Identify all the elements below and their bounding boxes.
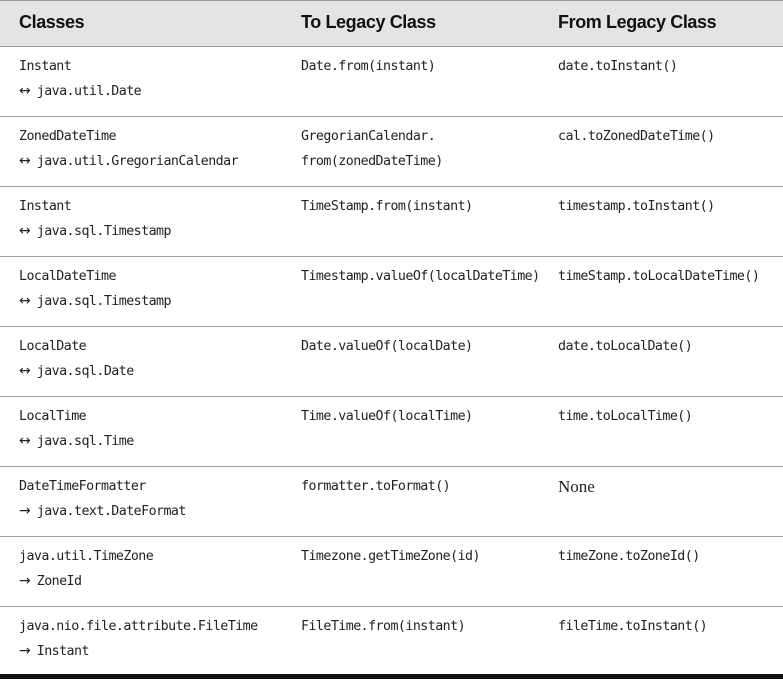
table-row: LocalDateTime ↔ java.sql.Timestamp Timestam…	[0, 256, 783, 327]
legacy-class-name: java.sql.Date	[36, 364, 134, 379]
bidirectional-arrow-icon: ↔	[19, 363, 31, 379]
legacy-class-line: ↔ java.sql.Date	[19, 359, 281, 384]
legacy-class-line: ↔ java.util.Date	[19, 79, 281, 104]
cell-from-legacy: date.toInstant()	[539, 46, 783, 117]
legacy-class-name: java.util.GregorianCalendar	[36, 154, 239, 169]
legacy-class-name: java.text.DateFormat	[36, 504, 187, 519]
cell-classes: ZonedDateTime ↔ java.util.GregorianCalenda…	[0, 116, 281, 187]
table-row: Instant ↔ java.util.Date Date.from(instant)…	[0, 46, 783, 117]
to-legacy-code: Timestamp.valueOf(localDateTime)	[301, 269, 539, 284]
cell-to-legacy: Date.valueOf(localDate)	[281, 326, 539, 397]
cell-to-legacy: GregorianCalendar. from(zonedDateTime)	[281, 116, 539, 187]
right-arrow-icon: →	[19, 503, 31, 519]
class-name: DateTimeFormatter	[19, 479, 146, 494]
bidirectional-arrow-icon: ↔	[19, 153, 31, 169]
bidirectional-arrow-icon: ↔	[19, 223, 31, 239]
cell-classes: java.util.TimeZone → ZoneId	[0, 536, 281, 607]
cell-to-legacy: Timezone.getTimeZone(id)	[281, 536, 539, 607]
from-legacy-code: cal.toZonedDateTime()	[558, 129, 715, 144]
cell-from-legacy: timeStamp.toLocalDateTime()	[539, 256, 783, 327]
class-name: Instant	[19, 199, 72, 214]
class-name: LocalTime	[19, 409, 87, 424]
class-name: LocalDateTime	[19, 269, 116, 284]
cell-from-legacy: date.toLocalDate()	[539, 326, 783, 397]
cell-from-legacy: time.toLocalTime()	[539, 396, 783, 467]
cell-to-legacy: Date.from(instant)	[281, 46, 539, 117]
legacy-class-line: → java.text.DateFormat	[19, 499, 281, 524]
table-row: java.nio.file.attribute.FileTime → Instant…	[0, 606, 783, 679]
cell-from-legacy: None	[539, 466, 783, 537]
table-row: LocalDate ↔ java.sql.Date Date.valueOf(loca…	[0, 326, 783, 397]
header-to-legacy-class: To Legacy Class	[281, 0, 539, 47]
from-legacy-code: timestamp.toInstant()	[558, 199, 715, 214]
header-from-legacy-class: From Legacy Class	[539, 0, 783, 47]
cell-classes: LocalDate ↔ java.sql.Date	[0, 326, 281, 397]
header-row: Classes To Legacy Class From Legacy Clas…	[0, 0, 783, 47]
class-name: java.nio.file.attribute.FileTime	[19, 619, 258, 634]
cell-classes: LocalDateTime ↔ java.sql.Timestamp	[0, 256, 281, 327]
table-body: Instant ↔ java.util.Date Date.from(instant)…	[0, 46, 783, 679]
cell-to-legacy: formatter.toFormat()	[281, 466, 539, 537]
from-legacy-code: timeStamp.toLocalDateTime()	[558, 269, 760, 284]
legacy-class-name: Instant	[36, 644, 90, 659]
to-legacy-code: from(zonedDateTime)	[301, 154, 443, 169]
cell-from-legacy: cal.toZonedDateTime()	[539, 116, 783, 187]
bidirectional-arrow-icon: ↔	[19, 83, 31, 99]
cell-classes: DateTimeFormatter → java.text.DateFormat	[0, 466, 281, 537]
right-arrow-icon: →	[19, 643, 31, 659]
legacy-class-name: java.util.Date	[36, 84, 142, 99]
from-legacy-code: None	[558, 477, 595, 496]
class-name: Instant	[19, 59, 72, 74]
legacy-class-name: java.sql.Timestamp	[36, 294, 172, 309]
cell-to-legacy: TimeStamp.from(instant)	[281, 186, 539, 257]
table-row: Instant ↔ java.sql.Timestamp TimeStamp.from…	[0, 186, 783, 257]
class-name: LocalDate	[19, 339, 87, 354]
legacy-class-line: → ZoneId	[19, 569, 281, 594]
to-legacy-code: Timezone.getTimeZone(id)	[301, 549, 480, 564]
cell-classes: LocalTime ↔ java.sql.Time	[0, 396, 281, 467]
legacy-class-line: ↔ java.util.GregorianCalendar	[19, 149, 281, 174]
bidirectional-arrow-icon: ↔	[19, 293, 31, 309]
legacy-class-name: java.sql.Timestamp	[36, 224, 172, 239]
to-legacy-code: GregorianCalendar.	[301, 129, 436, 144]
cell-classes: Instant ↔ java.sql.Timestamp	[0, 186, 281, 257]
right-arrow-icon: →	[19, 573, 31, 589]
to-legacy-code: formatter.toFormat()	[301, 479, 451, 494]
table-row: LocalTime ↔ java.sql.Time Time.valueOf(loca…	[0, 396, 783, 467]
table-row: DateTimeFormatter → java.text.DateFormat fo…	[0, 466, 783, 537]
from-legacy-code: date.toInstant()	[558, 59, 678, 74]
header-classes: Classes	[0, 0, 281, 47]
cell-from-legacy: fileTime.toInstant()	[539, 606, 783, 679]
class-name: ZonedDateTime	[19, 129, 116, 144]
from-legacy-code: timeZone.toZoneId()	[558, 549, 700, 564]
legacy-class-name: ZoneId	[36, 574, 82, 589]
cell-from-legacy: timeZone.toZoneId()	[539, 536, 783, 607]
from-legacy-code: time.toLocalTime()	[558, 409, 693, 424]
to-legacy-code: Time.valueOf(localTime)	[301, 409, 473, 424]
table-row: java.util.TimeZone → ZoneId Timezone.getTim…	[0, 536, 783, 607]
legacy-class-line: ↔ java.sql.Time	[19, 429, 281, 454]
bidirectional-arrow-icon: ↔	[19, 433, 31, 449]
cell-classes: Instant ↔ java.util.Date	[0, 46, 281, 117]
legacy-class-line: ↔ java.sql.Timestamp	[19, 289, 281, 314]
from-legacy-code: date.toLocalDate()	[558, 339, 693, 354]
to-legacy-code: Date.valueOf(localDate)	[301, 339, 473, 354]
legacy-class-line: → Instant	[19, 639, 281, 664]
cell-to-legacy: Time.valueOf(localTime)	[281, 396, 539, 467]
table-row: ZonedDateTime ↔ java.util.GregorianCalenda…	[0, 116, 783, 187]
legacy-class-line: ↔ java.sql.Timestamp	[19, 219, 281, 244]
class-name: java.util.TimeZone	[19, 549, 154, 564]
table-header: Classes To Legacy Class From Legacy Clas…	[0, 0, 783, 47]
cell-from-legacy: timestamp.toInstant()	[539, 186, 783, 257]
to-legacy-code: FileTime.from(instant)	[301, 619, 466, 634]
to-legacy-code: Date.from(instant)	[301, 59, 436, 74]
cell-to-legacy: Timestamp.valueOf(localDateTime)	[281, 256, 539, 327]
from-legacy-code: fileTime.toInstant()	[558, 619, 708, 634]
legacy-class-name: java.sql.Time	[36, 434, 134, 449]
to-legacy-code: TimeStamp.from(instant)	[301, 199, 473, 214]
cell-classes: java.nio.file.attribute.FileTime → Instant	[0, 606, 281, 679]
cell-to-legacy: FileTime.from(instant)	[281, 606, 539, 679]
